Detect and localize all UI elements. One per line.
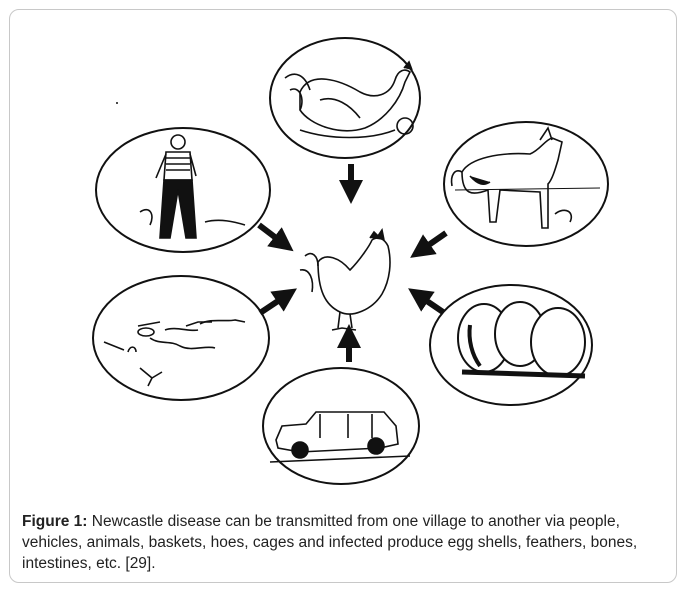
dog-circle — [444, 122, 608, 246]
hen-with-egg-circle — [270, 38, 420, 158]
transmission-arrows — [259, 164, 446, 362]
rooster-center-icon — [300, 230, 390, 330]
arrow-from-person — [259, 225, 284, 244]
vehicle-circle — [263, 368, 419, 484]
bones-intestines-circle — [93, 276, 269, 400]
figure-caption: Figure 1: Newcastle disease can be trans… — [22, 511, 662, 574]
arrow-from-dog — [420, 233, 446, 251]
caption-label: Figure 1: — [22, 513, 87, 530]
stray-dot — [116, 102, 118, 104]
eggs-icon — [458, 302, 585, 376]
arrow-from-eggs — [418, 295, 443, 312]
eggs-circle — [430, 285, 592, 405]
caption-text: Newcastle disease can be transmitted fro… — [22, 513, 637, 572]
transmission-diagram — [0, 0, 690, 500]
arrow-from-bones — [260, 295, 287, 313]
person-circle — [96, 128, 270, 252]
